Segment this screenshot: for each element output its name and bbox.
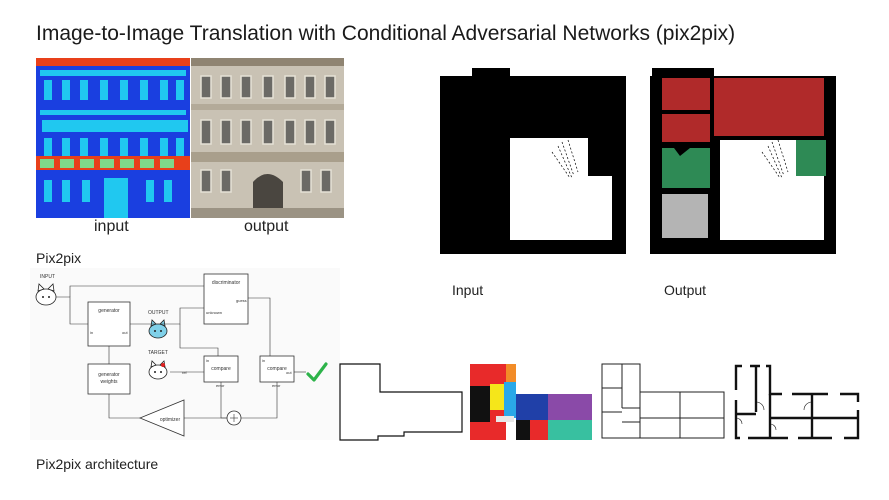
output-kitty-icon [148, 319, 168, 339]
generator-box [87, 301, 131, 347]
facade-output-label: output [244, 218, 289, 235]
facade-input-image [36, 58, 190, 218]
floorplan-output-label: Output [664, 282, 707, 298]
discriminator-box [203, 273, 249, 325]
arch-input-label: INPUT [40, 274, 55, 280]
compare-1-in-port: in [206, 358, 209, 363]
slide-title: Image-to-Image Translation with Conditio… [36, 22, 736, 45]
optimizer-label: optimizer [160, 417, 181, 423]
generator-label: generator [98, 308, 120, 314]
check-icon [306, 362, 328, 382]
architecture-caption: Pix2pix architecture [36, 456, 159, 472]
facade-output-image [191, 58, 344, 218]
facade-input-label: input [94, 218, 129, 235]
floorplan-input-image [440, 68, 626, 254]
discriminator-unknown-port: unknown [206, 310, 222, 315]
discriminator-guess-port: guess [236, 298, 247, 303]
compare-2-out-port: out [286, 370, 292, 375]
plan-footprint-image [339, 363, 463, 441]
generator-out-port: out [122, 330, 128, 335]
pix2pix-section-label: Pix2pix [36, 250, 82, 266]
arch-target-label: TARGET [148, 350, 168, 356]
plan-colored-rooms-image [470, 364, 592, 440]
floorplan-output-image [650, 68, 836, 254]
compare-label-1: compare [211, 366, 231, 372]
compare-1-ref-port: ref [182, 370, 188, 375]
compare-2-in-port: in [262, 358, 265, 363]
arch-output-label: OUTPUT [148, 310, 169, 316]
compare-label-2: compare [267, 366, 287, 372]
compare-box-1 [203, 355, 239, 383]
floorplan-input-label: Input [452, 282, 484, 298]
generator-weights-label-line2: weights [101, 379, 118, 385]
compare-box-2 [259, 355, 295, 383]
plan-detailed-drawing-image [734, 364, 860, 441]
plan-room-outlines-image [601, 363, 725, 439]
compare-1-error-port: error [216, 383, 225, 388]
discriminator-label: discriminator [212, 280, 241, 286]
generator-in-port: in [90, 330, 93, 335]
compare-2-error-port: error [272, 383, 281, 388]
target-kitty-icon [148, 360, 168, 380]
generator-weights-label-line1: generator [98, 372, 120, 378]
pix2pix-architecture-diagram: INPUT OUTPUT TARGET [30, 268, 340, 440]
